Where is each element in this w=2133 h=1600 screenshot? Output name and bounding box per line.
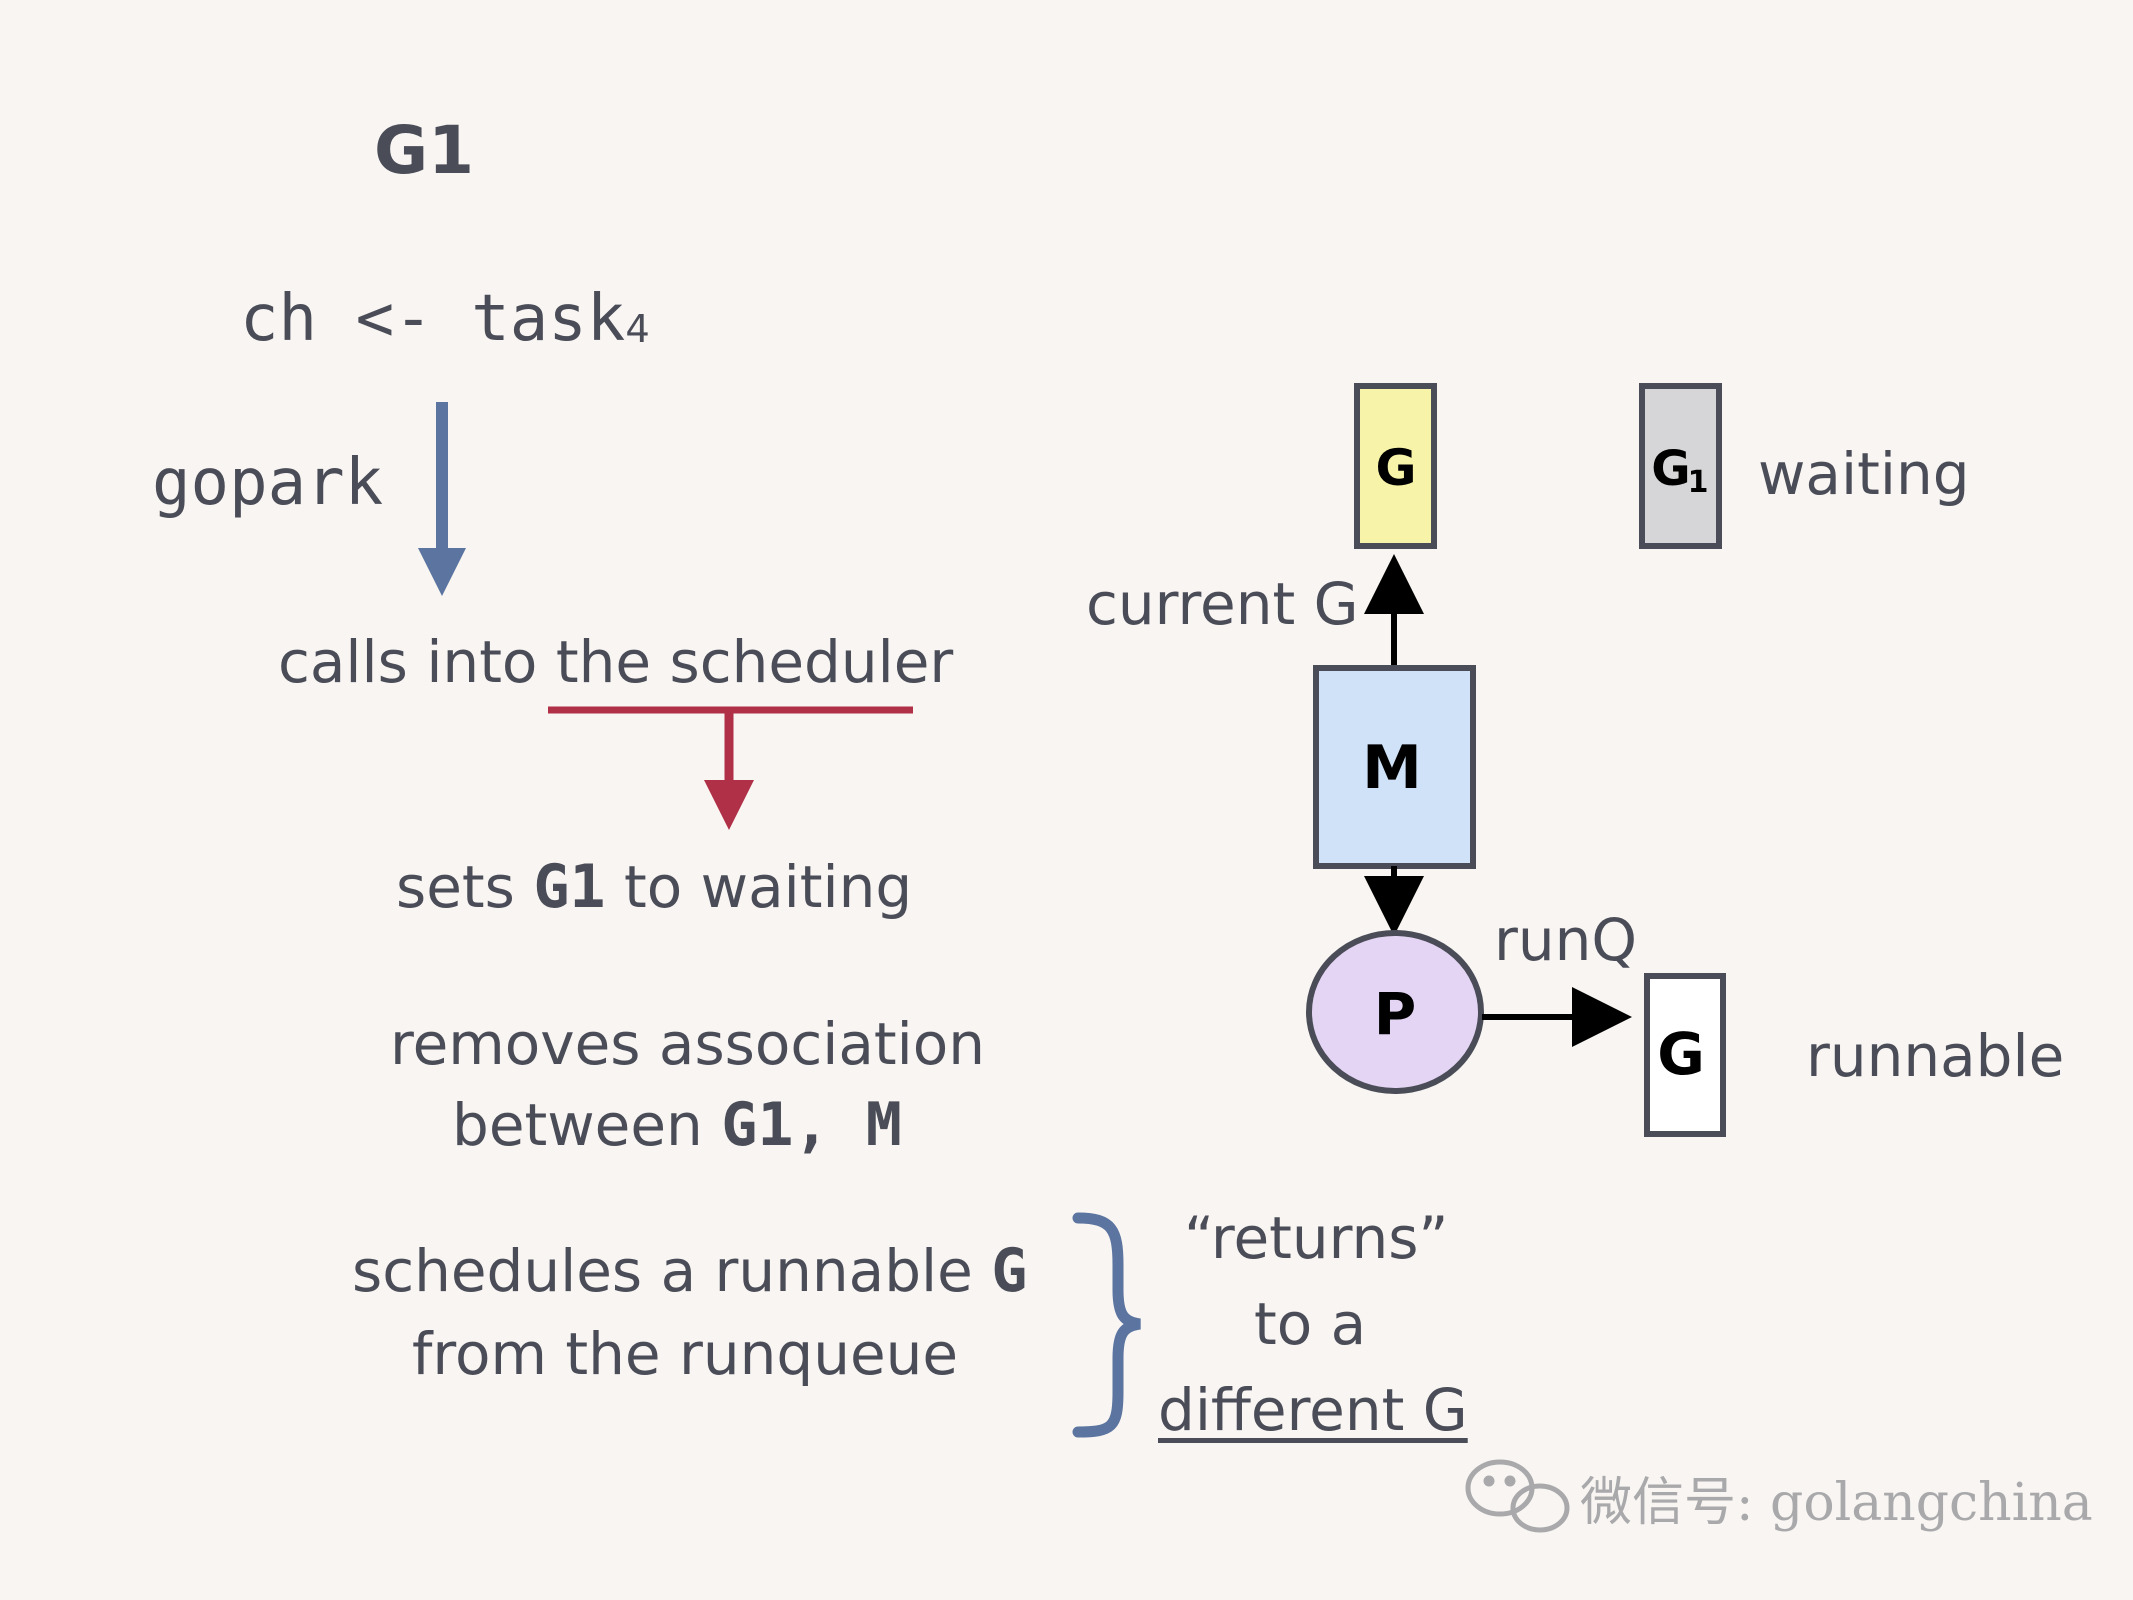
g1-waiting-box: G 1: [1639, 383, 1722, 549]
step-removes-code: G1, M: [721, 1090, 902, 1160]
scheduler-arrow: [548, 706, 913, 830]
current-g-label: current G: [1086, 570, 1359, 638]
gopark-label: gopark: [152, 446, 384, 520]
watermark: 微信号: golangchina: [1580, 1473, 2093, 1533]
step-removes-line1: removes association: [390, 1010, 986, 1078]
runnable-g-text: G: [1657, 1020, 1705, 1088]
returns-line1: “returns”: [1184, 1204, 1449, 1272]
goroutine-title: G1: [374, 112, 475, 189]
step-calls-scheduler: calls into the scheduler: [278, 628, 954, 696]
step-sets-waiting: sets G1 to waiting: [396, 852, 912, 922]
runnable-g-box: G: [1644, 973, 1726, 1137]
wechat-icon: [1465, 1459, 1570, 1533]
step-schedules-line1: schedules a runnable G: [352, 1236, 1027, 1306]
step-schedules-line2: from the runqueue: [412, 1320, 959, 1388]
channel-send-text: ch <- task: [240, 282, 626, 356]
current-g-box: G: [1354, 383, 1437, 549]
step-schedules-prefix: schedules a runnable: [352, 1237, 973, 1305]
p-text: P: [1374, 980, 1417, 1048]
returns-line2: to a: [1254, 1290, 1367, 1358]
g1-waiting-text: G: [1651, 441, 1690, 497]
step-sets-suffix: to waiting: [624, 853, 913, 921]
g1-waiting-subscript: 1: [1688, 465, 1709, 500]
m-box: M: [1313, 665, 1476, 869]
step-sets-code: G1: [533, 852, 606, 922]
p-circle: P: [1306, 930, 1484, 1094]
m-text: M: [1362, 733, 1422, 803]
step-schedules-code: G: [991, 1236, 1028, 1306]
returns-line3: different G: [1158, 1376, 1468, 1444]
channel-send-code: ch <- task4: [240, 282, 650, 356]
task-subscript: 4: [625, 306, 650, 352]
returns-brace: [1072, 1212, 1141, 1438]
waiting-label: waiting: [1758, 440, 1970, 508]
step-removes-prefix: between: [452, 1091, 703, 1159]
step-sets-prefix: sets: [396, 853, 515, 921]
step-removes-line2: between G1, M: [452, 1090, 902, 1160]
gopark-arrow: [418, 402, 466, 596]
current-g-text: G: [1375, 439, 1416, 497]
runnable-label: runnable: [1806, 1022, 2065, 1090]
runq-label: runQ: [1494, 906, 1638, 974]
